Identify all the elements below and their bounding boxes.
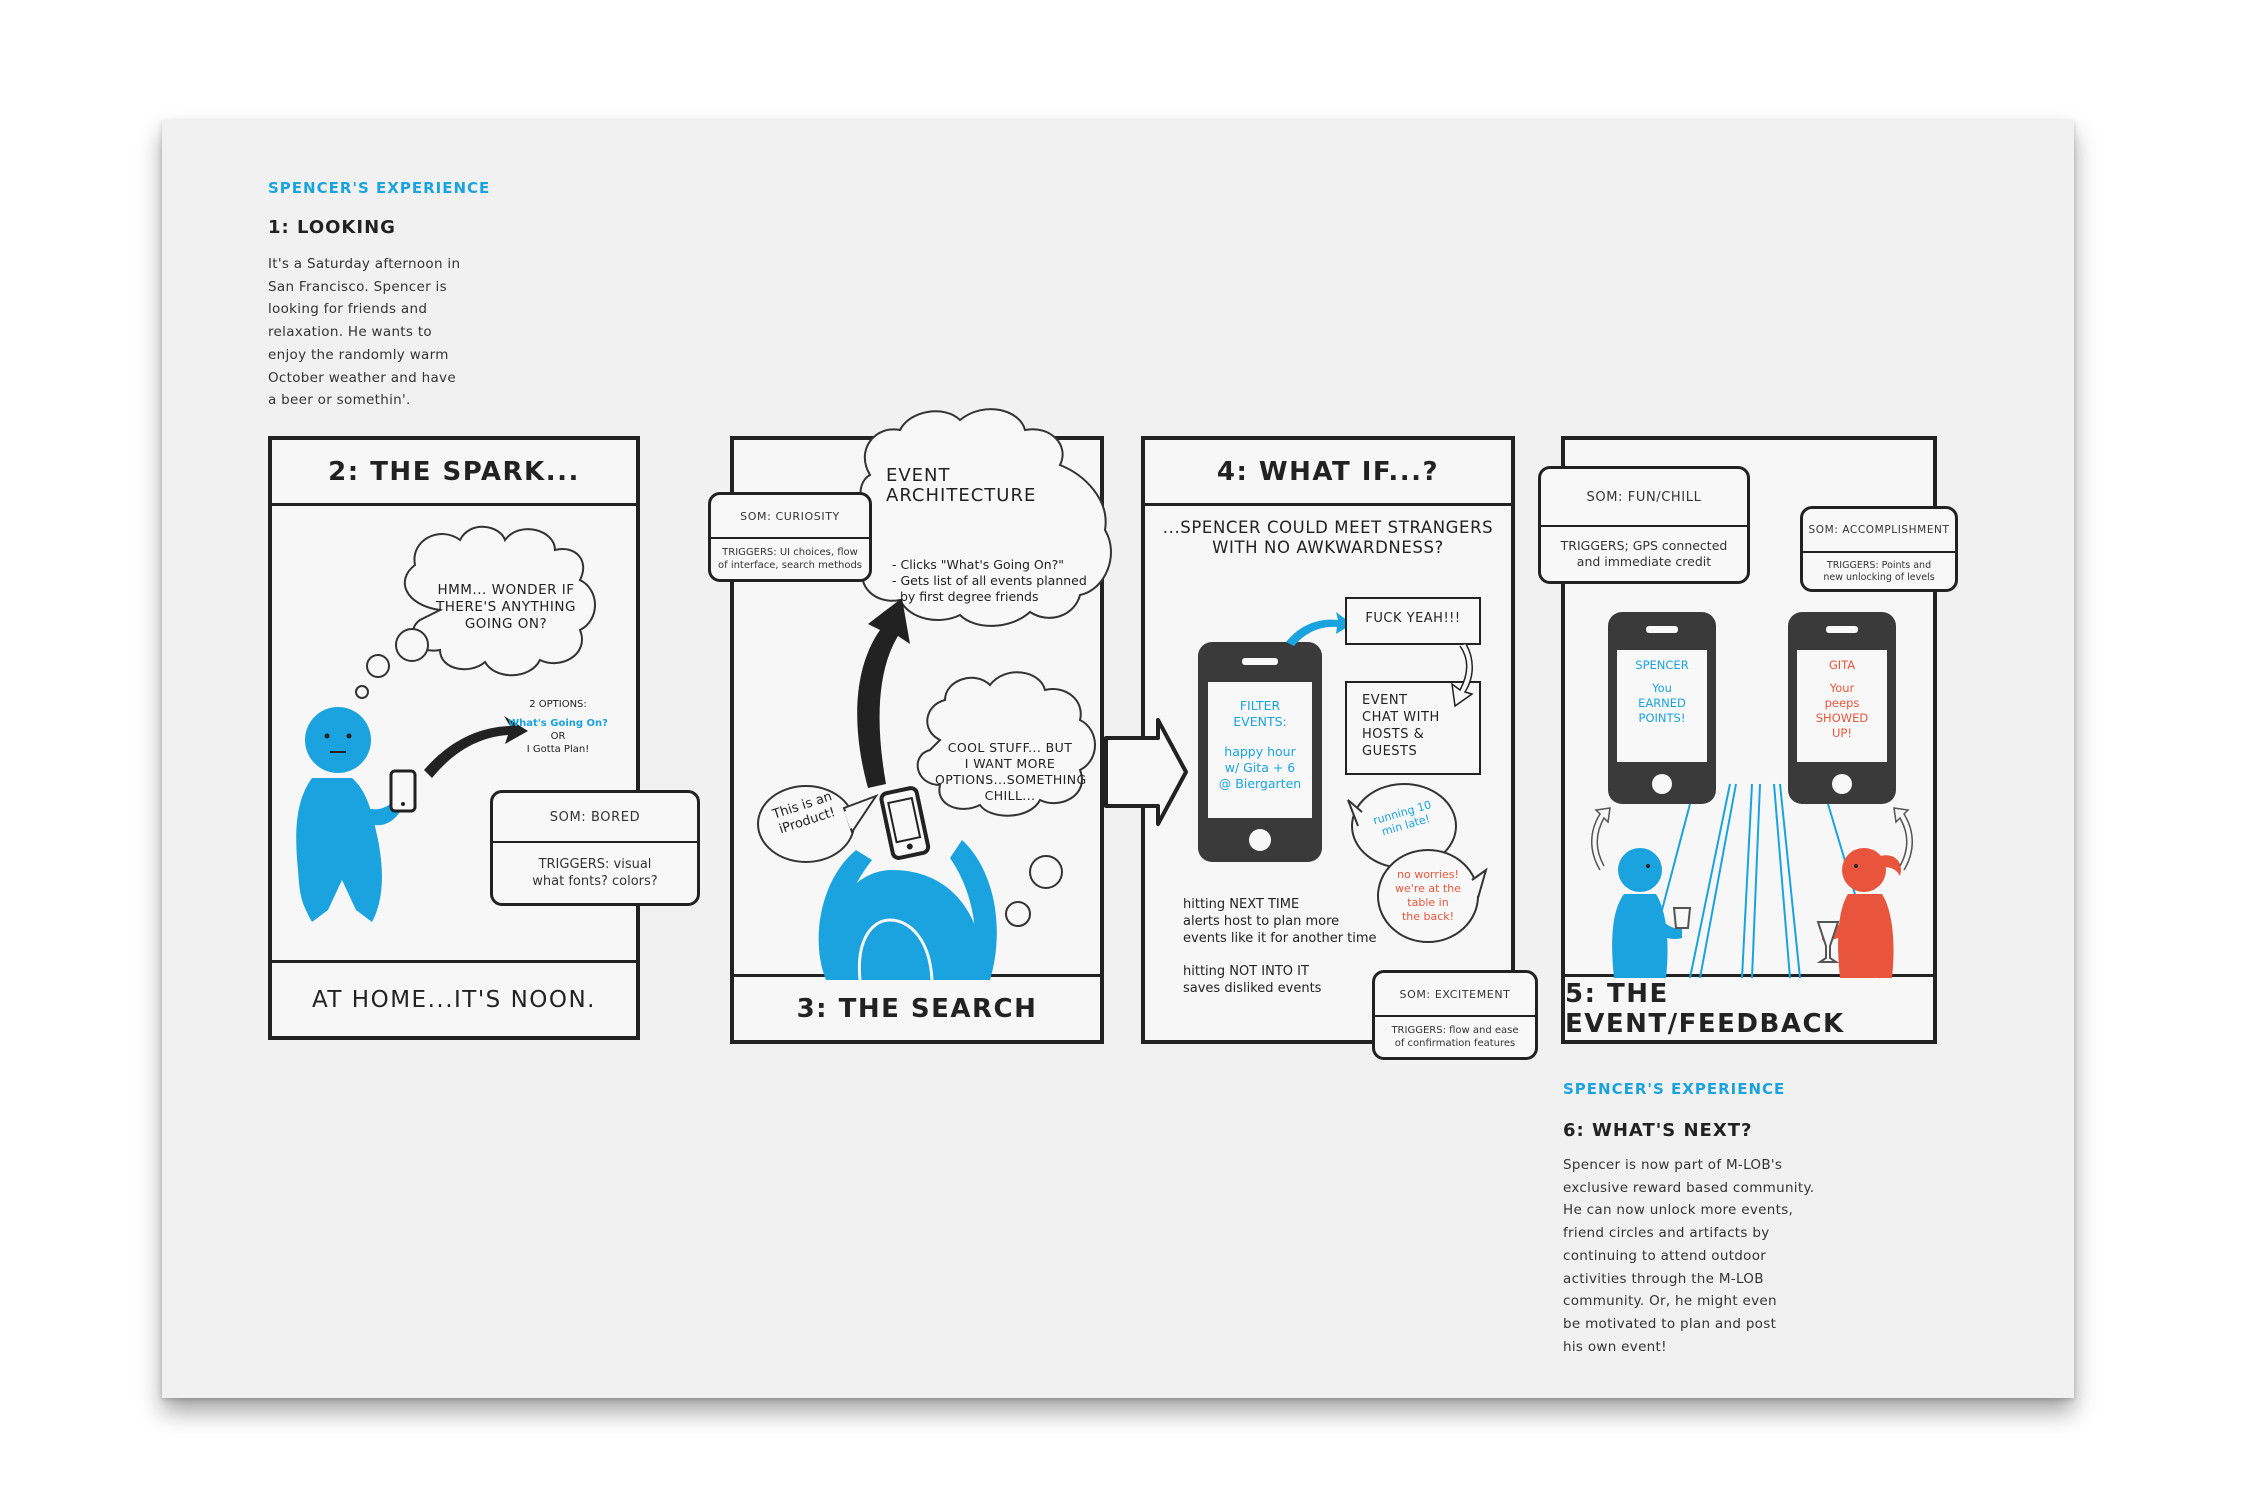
panel-footer: AT HOME...IT'S NOON. [311,986,596,1013]
gita-figure [1822,848,1902,978]
spencer-phone-icon [1608,612,1716,804]
up-arrow-icon [1893,807,1913,871]
architecture-list: - Clicks "What's Going On?"- Gets list o… [892,557,1087,604]
phone-icon [389,769,417,813]
experience-title: SPENCER'S EXPERIENCE [268,179,491,197]
panel-title: 3: THE SEARCH [796,993,1038,1024]
step-title-whats-next: 6: WHAT'S NEXT? [1563,1120,1753,1141]
thought-cloud [916,671,1096,817]
panel-spark: 2: THE SPARK... AT HOME...IT'S NOON. [268,436,640,1040]
phone-icon [1198,642,1322,862]
experience-title: SPENCER'S EXPERIENCE [1563,1080,1786,1098]
thought-cloud [403,525,596,677]
arrow-icon [424,716,528,778]
phone-icon [879,786,931,860]
arrow-icon [1451,643,1474,708]
big-arrow-icon [857,598,910,788]
panel-title: 5: THE EVENT/FEEDBACK [1565,978,1845,1039]
step-title-looking: 1: LOOKING [268,217,396,238]
option-whats-going-on: What's Going On? [508,718,608,729]
thought-bubble-dot [366,654,390,678]
options-list: 2 OPTIONS: What's Going On? OR I Gotta P… [508,699,608,755]
response-text: FUCK YEAH!!! [1365,611,1461,626]
glass-icon [1672,907,1692,929]
thought-bubble-dot [1005,901,1031,927]
panel-title: 4: WHAT IF...? [1216,456,1440,487]
spencer-figure [1612,848,1682,978]
gita-phone-icon [1788,612,1896,804]
panel-title: 2: THE SPARK... [328,456,580,487]
transition-arrow-icon [1104,718,1188,826]
thought-bubble-dot [1029,855,1063,889]
spencer-figure [296,707,400,922]
som-accomplishment: SOM: ACCOMPLISHMENT TRIGGERS: Points and… [1800,506,1958,592]
response-box [1345,597,1481,645]
spencer-head-figure [818,840,997,980]
thought-bubble-dot [355,685,369,699]
wine-glass-icon [1816,921,1840,963]
thought-bubble-dot [395,628,429,662]
option-gotta-plan: I Gotta Plan! [526,744,590,755]
connection-beams [1643,783,1881,979]
up-arrow-icon [1591,807,1611,871]
som-curiosity: SOM: CURIOSITY TRIGGERS: UI choices, flo… [708,492,872,582]
arrow-icon [1286,612,1352,646]
